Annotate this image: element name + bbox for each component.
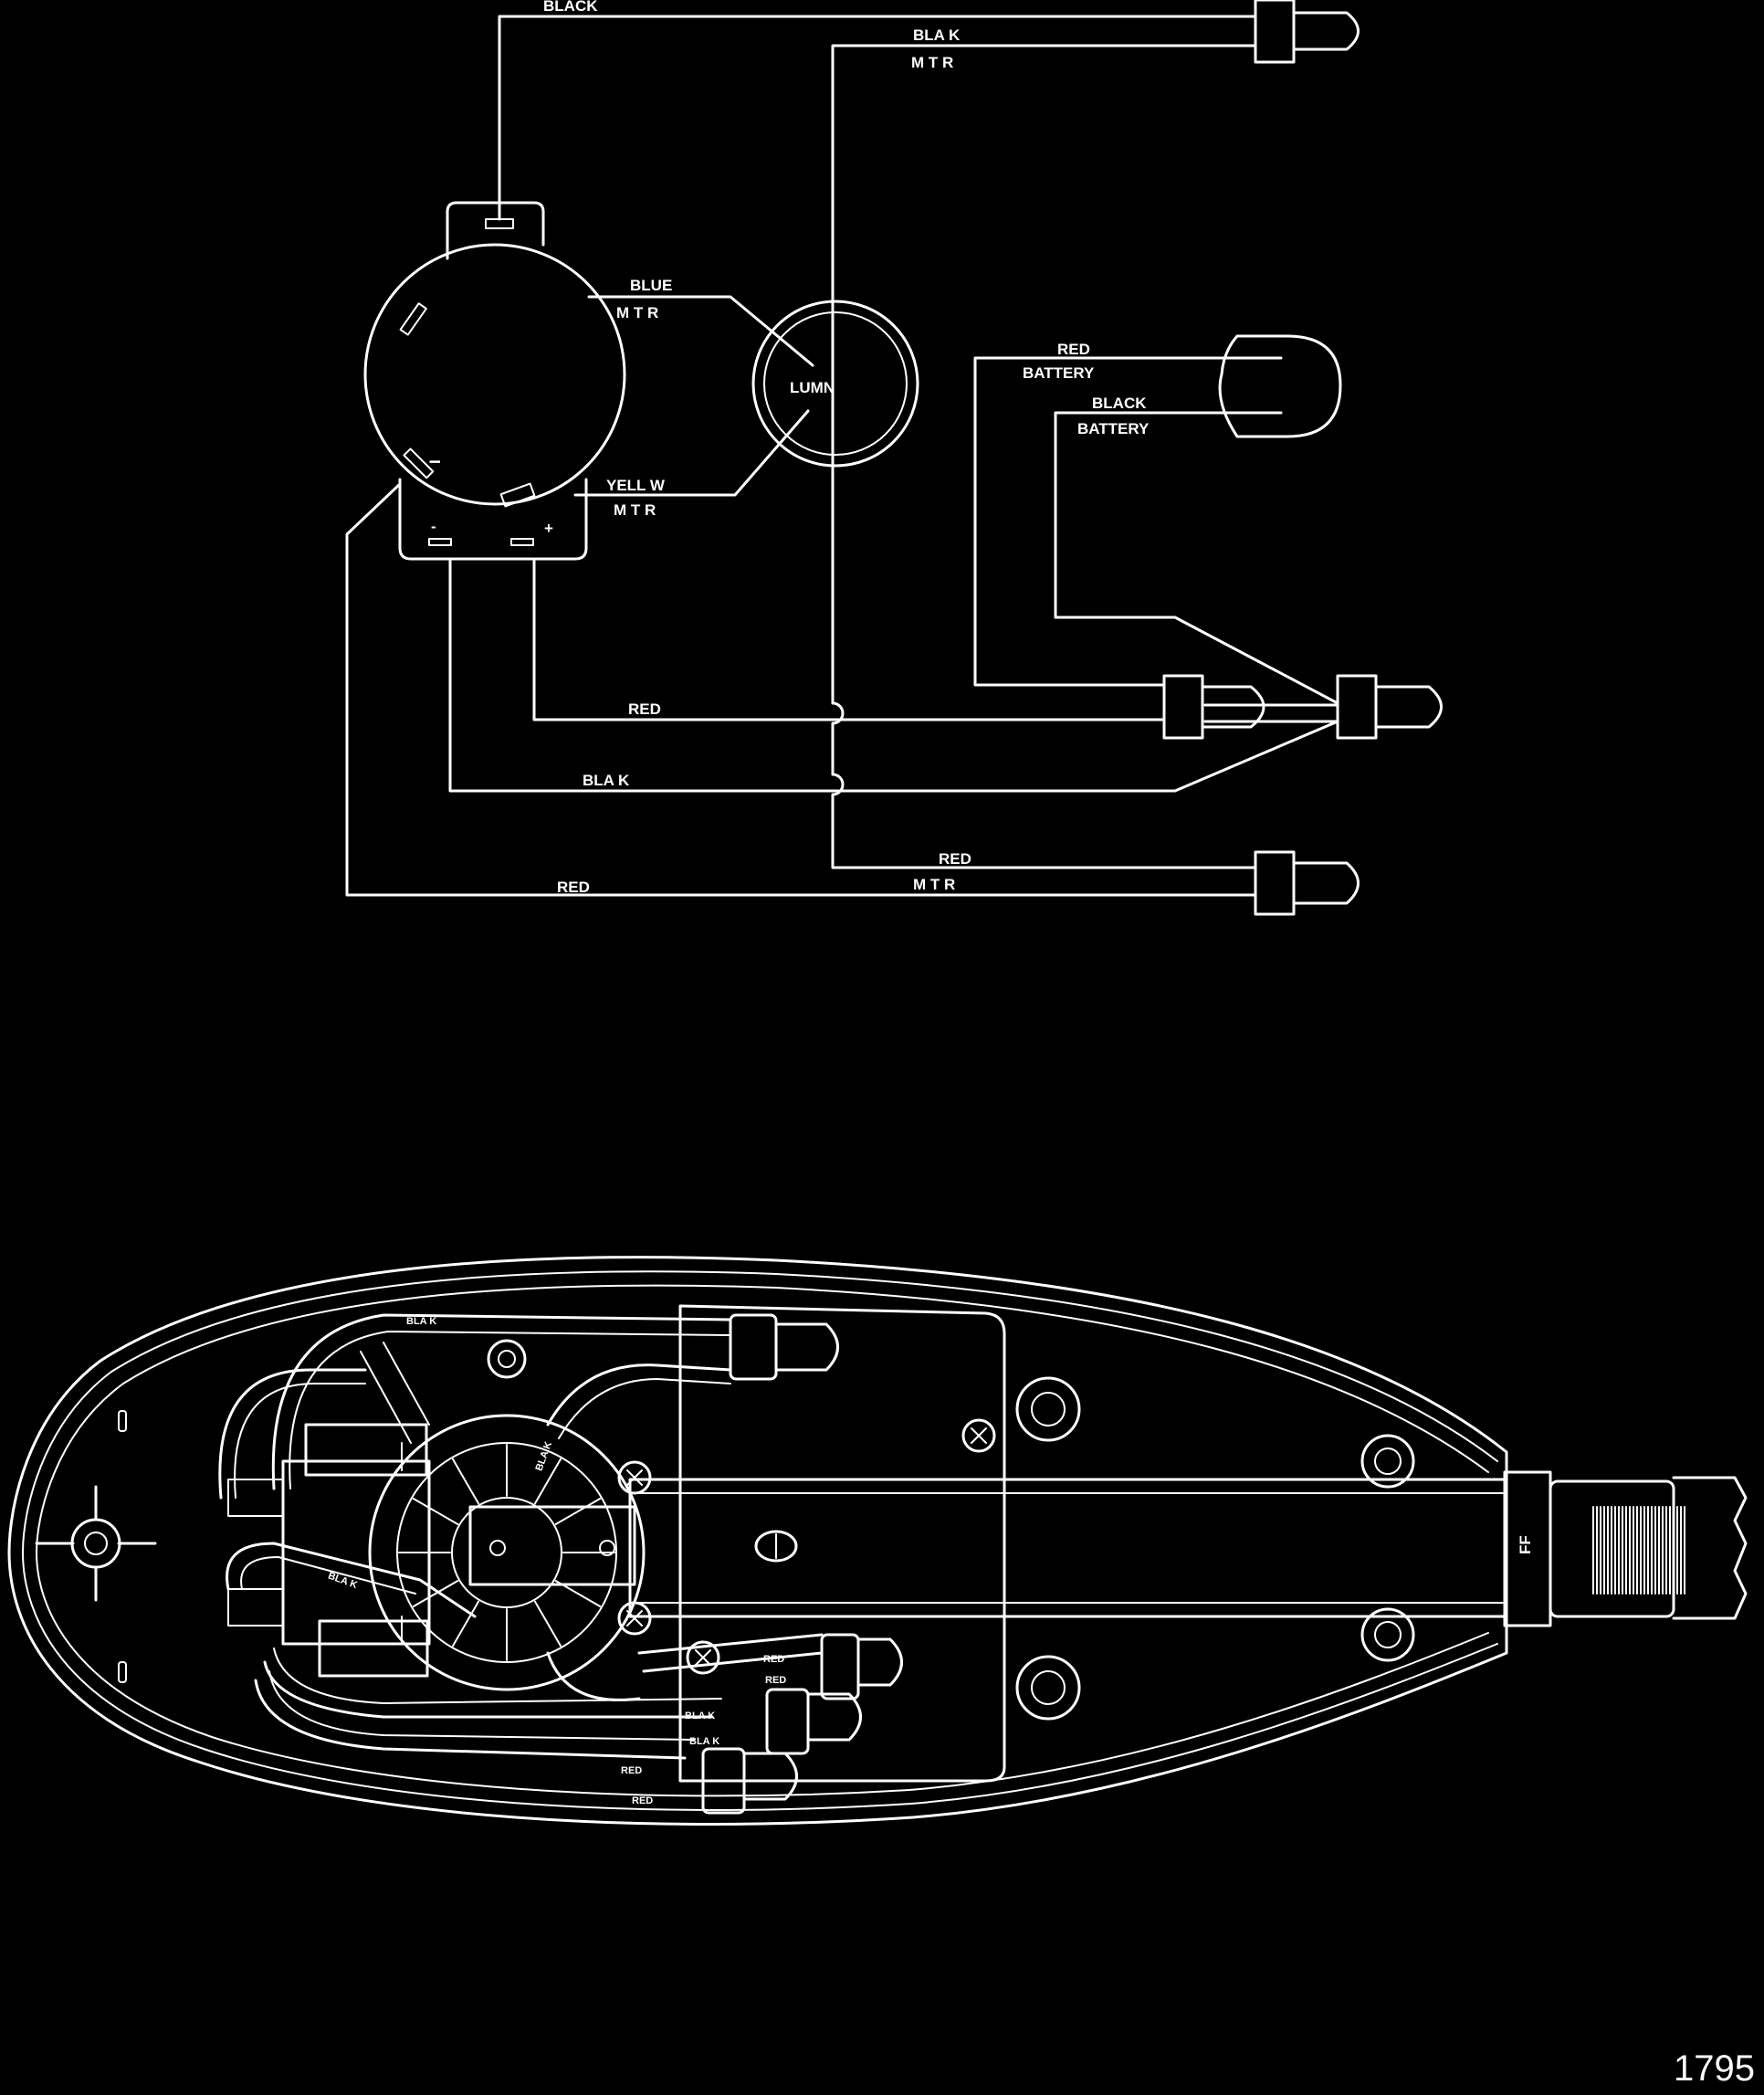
screw-1 <box>961 1418 996 1453</box>
label-minus: - <box>431 518 436 535</box>
label-mtr-bottom: M T R <box>913 876 955 893</box>
wiring-schematic: BLACK BLA K M T R BLUE M T R LUMN RED BA… <box>345 0 1443 916</box>
connector-blak-top <box>729 1313 839 1381</box>
label-plus: + <box>544 520 553 537</box>
label-ff: FF <box>1517 1535 1534 1554</box>
mount-boss-right-bottom <box>1360 1607 1415 1662</box>
label-yellow-mtr: M T R <box>614 501 656 519</box>
label-battery-2: BATTERY <box>1077 420 1150 437</box>
wire-bundles <box>218 1313 824 1760</box>
rotor-spoke <box>452 1600 479 1648</box>
mount-boss-top <box>1015 1376 1081 1442</box>
label-switch-mark: I <box>426 459 444 464</box>
housing-inner-1 <box>22 1270 1498 1811</box>
rotor-assembly <box>368 1339 646 1691</box>
label-red-battery: RED <box>1057 341 1090 358</box>
rotor-spoke <box>534 1600 562 1648</box>
rotor-spoke <box>452 1458 479 1505</box>
label-blak-mid: BLA K <box>583 772 630 789</box>
mount-boss-bottom <box>1015 1655 1081 1721</box>
rotor-spoke <box>412 1498 459 1525</box>
label-black-battery: BLACK <box>1092 395 1147 412</box>
label-blue-mtr: M T R <box>616 304 658 321</box>
label-red-3: RED <box>621 1765 642 1776</box>
lumn-indicator <box>751 300 919 468</box>
label-blue: BLUE <box>630 277 672 294</box>
label-mtr-top: M T R <box>911 54 953 71</box>
label-battery-1: BATTERY <box>1023 364 1095 382</box>
nose-mount <box>35 1410 157 1683</box>
connector-red-battery <box>1162 674 1265 740</box>
connector-top <box>1254 0 1360 64</box>
label-lumn: LUMN <box>790 379 835 396</box>
screw-4 <box>686 1640 720 1675</box>
chassis-plate <box>628 1304 1508 1783</box>
connector-red-1 <box>820 1633 903 1700</box>
connector-blak-1 <box>765 1688 862 1755</box>
collar-ribs <box>1592 1506 1685 1595</box>
label-blak-mtr-top: BLA K <box>913 26 961 44</box>
label-blak-2: BLA K <box>689 1736 719 1747</box>
controller-block <box>227 1423 431 1678</box>
wires <box>345 15 1339 897</box>
mount-boss-right-top <box>1360 1434 1415 1489</box>
figure-number: 1795 <box>1674 2048 1755 2089</box>
speed-switch <box>363 201 626 561</box>
connector-bottom <box>1254 850 1360 916</box>
connector-splice <box>1336 674 1443 740</box>
screw-2 <box>617 1460 652 1495</box>
label-blak-top: BLA K <box>406 1316 436 1327</box>
connector-blak-2 <box>701 1747 798 1815</box>
label-red-1: RED <box>763 1654 784 1665</box>
label-red-mid: RED <box>628 700 661 718</box>
rotor-spoke <box>554 1498 602 1525</box>
label-red-4: RED <box>632 1795 653 1806</box>
battery-plug <box>1218 334 1342 438</box>
label-black-top: BLACK <box>543 0 598 15</box>
motor-head-view: FF <box>7 1256 1748 1826</box>
label-red-2: RED <box>765 1675 786 1686</box>
housing-outer <box>7 1256 1508 1826</box>
label-yellow: YELL W <box>606 477 666 494</box>
label-red-mtr: RED <box>939 850 971 868</box>
label-red-bottom: RED <box>557 879 590 896</box>
housing-inner-2 <box>36 1284 1489 1797</box>
rotor-spoke <box>412 1580 459 1607</box>
rotor-spoke <box>534 1458 562 1505</box>
label-blak-1: BLA K <box>685 1711 715 1721</box>
